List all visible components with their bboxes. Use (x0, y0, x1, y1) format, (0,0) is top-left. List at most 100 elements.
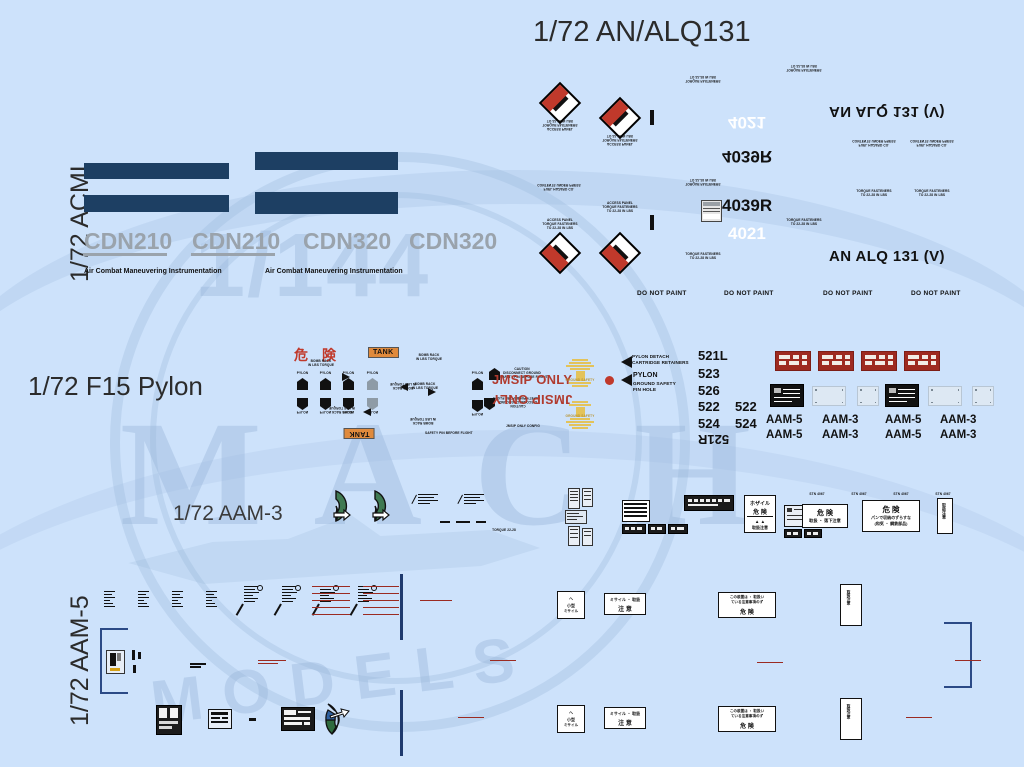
aam-label-r1-2: AAM-5 (885, 414, 922, 426)
aam5-red-note-1 (490, 660, 520, 666)
pylon-number-5: 524 (698, 416, 720, 431)
aam3-strip-3 (784, 529, 802, 538)
aam3-strip-2 (668, 524, 688, 534)
aam5-circle-3 (371, 585, 377, 591)
red-placard-3 (904, 351, 940, 371)
aam3-plate-kanji2: 危 険 (753, 510, 767, 516)
aam5-red-note-0 (258, 660, 288, 666)
pylon-pent-label-b4: PYLON (366, 410, 379, 414)
kanji-danger-1: 険 (322, 347, 336, 363)
pylon-number-1: 523 (698, 366, 720, 381)
pylon-pent-label-b2: PYLON (319, 410, 332, 414)
aam5-box-7: 取扱注意 (840, 698, 862, 740)
aam-label-r2-1: AAM-3 (822, 429, 859, 441)
pylon-number-6: 524 (735, 416, 757, 431)
aam5-box-6-l2: ている注意事項のず (730, 714, 764, 718)
black-placard-1 (885, 384, 919, 407)
aam3-dash-2 (476, 521, 486, 523)
aam5-box-5-l2: 注 意 (618, 721, 632, 727)
aam5-box-6-l1: この装置は ・ 取扱い (729, 709, 765, 713)
aam5-box-6-l3: 危 険 (740, 724, 754, 730)
aam5-box-2-l3: 危 険 (740, 610, 754, 616)
alq-device-name-mirrored: AN ALQ 131 (V) (829, 103, 945, 120)
pylon-pent-a1 (297, 378, 308, 390)
aam3-stn-2: STN 4067 (893, 492, 909, 496)
aam5-stencil-2 (171, 590, 185, 612)
acmi-code-3: CDN320 (409, 228, 498, 254)
acmi-code-underline-1 (191, 253, 275, 256)
aam5-red-note-3 (955, 660, 985, 666)
aam5-box-1: ミサイル ・ 取扱 注 意 (604, 593, 646, 615)
aam5-box-7-text: 取扱注意 (847, 704, 851, 720)
do-not-paint-2: DO NOT PAINT (823, 290, 873, 297)
aam5-box-5-l1: ミサイル ・ 取扱 (609, 711, 641, 716)
alq-code-white-2: 4021 (728, 224, 766, 243)
tank-label-0: TANK (368, 347, 399, 358)
aam3-stencil-0 (411, 492, 440, 508)
aam5-small-cluster-0 (190, 662, 208, 670)
acmi-subtitle-1: Air Combat Maneuvering Instrumentation (265, 268, 403, 275)
pylon-pent-a4 (367, 378, 378, 390)
acmi-bar-3 (255, 152, 398, 170)
aam3-kanji-box-0-title: 危 険 (817, 510, 833, 517)
section-title-aam3: 1/72 AAM-3 (173, 502, 283, 525)
aam5-stencil-arrow-1 (273, 585, 301, 617)
aam5-box-1-l1: ミサイル ・ 取扱 (609, 597, 641, 602)
grey-placard-3 (972, 386, 994, 406)
aam5-bottom-plate-1 (208, 709, 232, 729)
aam5-box-4-l3: ミサイル (563, 723, 579, 727)
caution-pent-0 (489, 368, 500, 380)
acmi-bar-4 (255, 192, 398, 214)
aam-label-r2-0: AAM-5 (766, 429, 803, 441)
aam5-box-0-l2: 小型 (567, 603, 575, 608)
bomb-rack-arrow-1 (400, 383, 408, 391)
alq-code-white-1: 4021 (728, 113, 766, 132)
aam-label-r1-1: AAM-3 (822, 414, 859, 426)
alq-code-black-1: 4039R (722, 147, 773, 166)
aam3-panel-e (582, 528, 593, 546)
kanji-danger-0: 危 (294, 347, 308, 363)
aam3-stencil-1 (457, 492, 486, 508)
fuel-hazard-label-b: FUEL HAZARD CO.CONTENTS UNDER PRESS (852, 139, 896, 147)
pylon-text-label: PYLON (633, 372, 658, 379)
aam3-arc-decal-0 (333, 489, 351, 523)
aam5-circle-2 (333, 585, 339, 591)
pylon-pent-label-a1: PYLON (296, 371, 309, 375)
aam3-panel-d (568, 526, 580, 546)
aam5-bottom-plate-2 (281, 707, 315, 731)
pylon-detach-label: PYLON DETACH (632, 354, 670, 359)
red-placard-2 (861, 351, 897, 371)
aam5-box-3: 取扱注意 (840, 584, 862, 626)
acmi-code-0: CDN210 (84, 228, 173, 254)
do-not-paint-3: DO NOT PAINT (911, 290, 961, 297)
aam-label-r1-3: AAM-3 (940, 414, 977, 426)
aam3-vertical-plate-text: 取扱注意 (942, 503, 947, 519)
vertical-rule-0 (400, 574, 403, 640)
pylon-number-7: 521R (698, 432, 730, 447)
aam5-bracket-right (944, 622, 972, 688)
aam3-dash-1 (456, 521, 470, 523)
aam3-vertical-plate: 取扱注意 (937, 498, 953, 534)
grey-placard-1 (857, 386, 879, 406)
yellow-stack-label-lower: GROUND SAFETY (565, 414, 595, 418)
aam5-tick-0 (132, 650, 135, 660)
aam5-stencil-3 (205, 590, 219, 612)
section-title-aam5: 1/72 AAM-5 (66, 595, 94, 726)
aam3-stn-0: STN 4067 (809, 492, 825, 496)
pylon-number-0: 521L (698, 348, 728, 363)
aam5-bottom-plate-0 (156, 705, 182, 735)
acmi-bar-1 (84, 163, 229, 179)
aam3-strip-4 (804, 529, 822, 538)
aam5-box-4: ヘ 小型 ミサイル (557, 705, 585, 733)
aam5-bracket-left (100, 628, 128, 694)
red-dot-decal (605, 376, 614, 385)
aam-label-r1-0: AAM-5 (766, 414, 803, 426)
ground-safety-label: GROUND SAFETY (633, 382, 676, 387)
pylon-pent-label-b1: PYLON (296, 410, 309, 414)
